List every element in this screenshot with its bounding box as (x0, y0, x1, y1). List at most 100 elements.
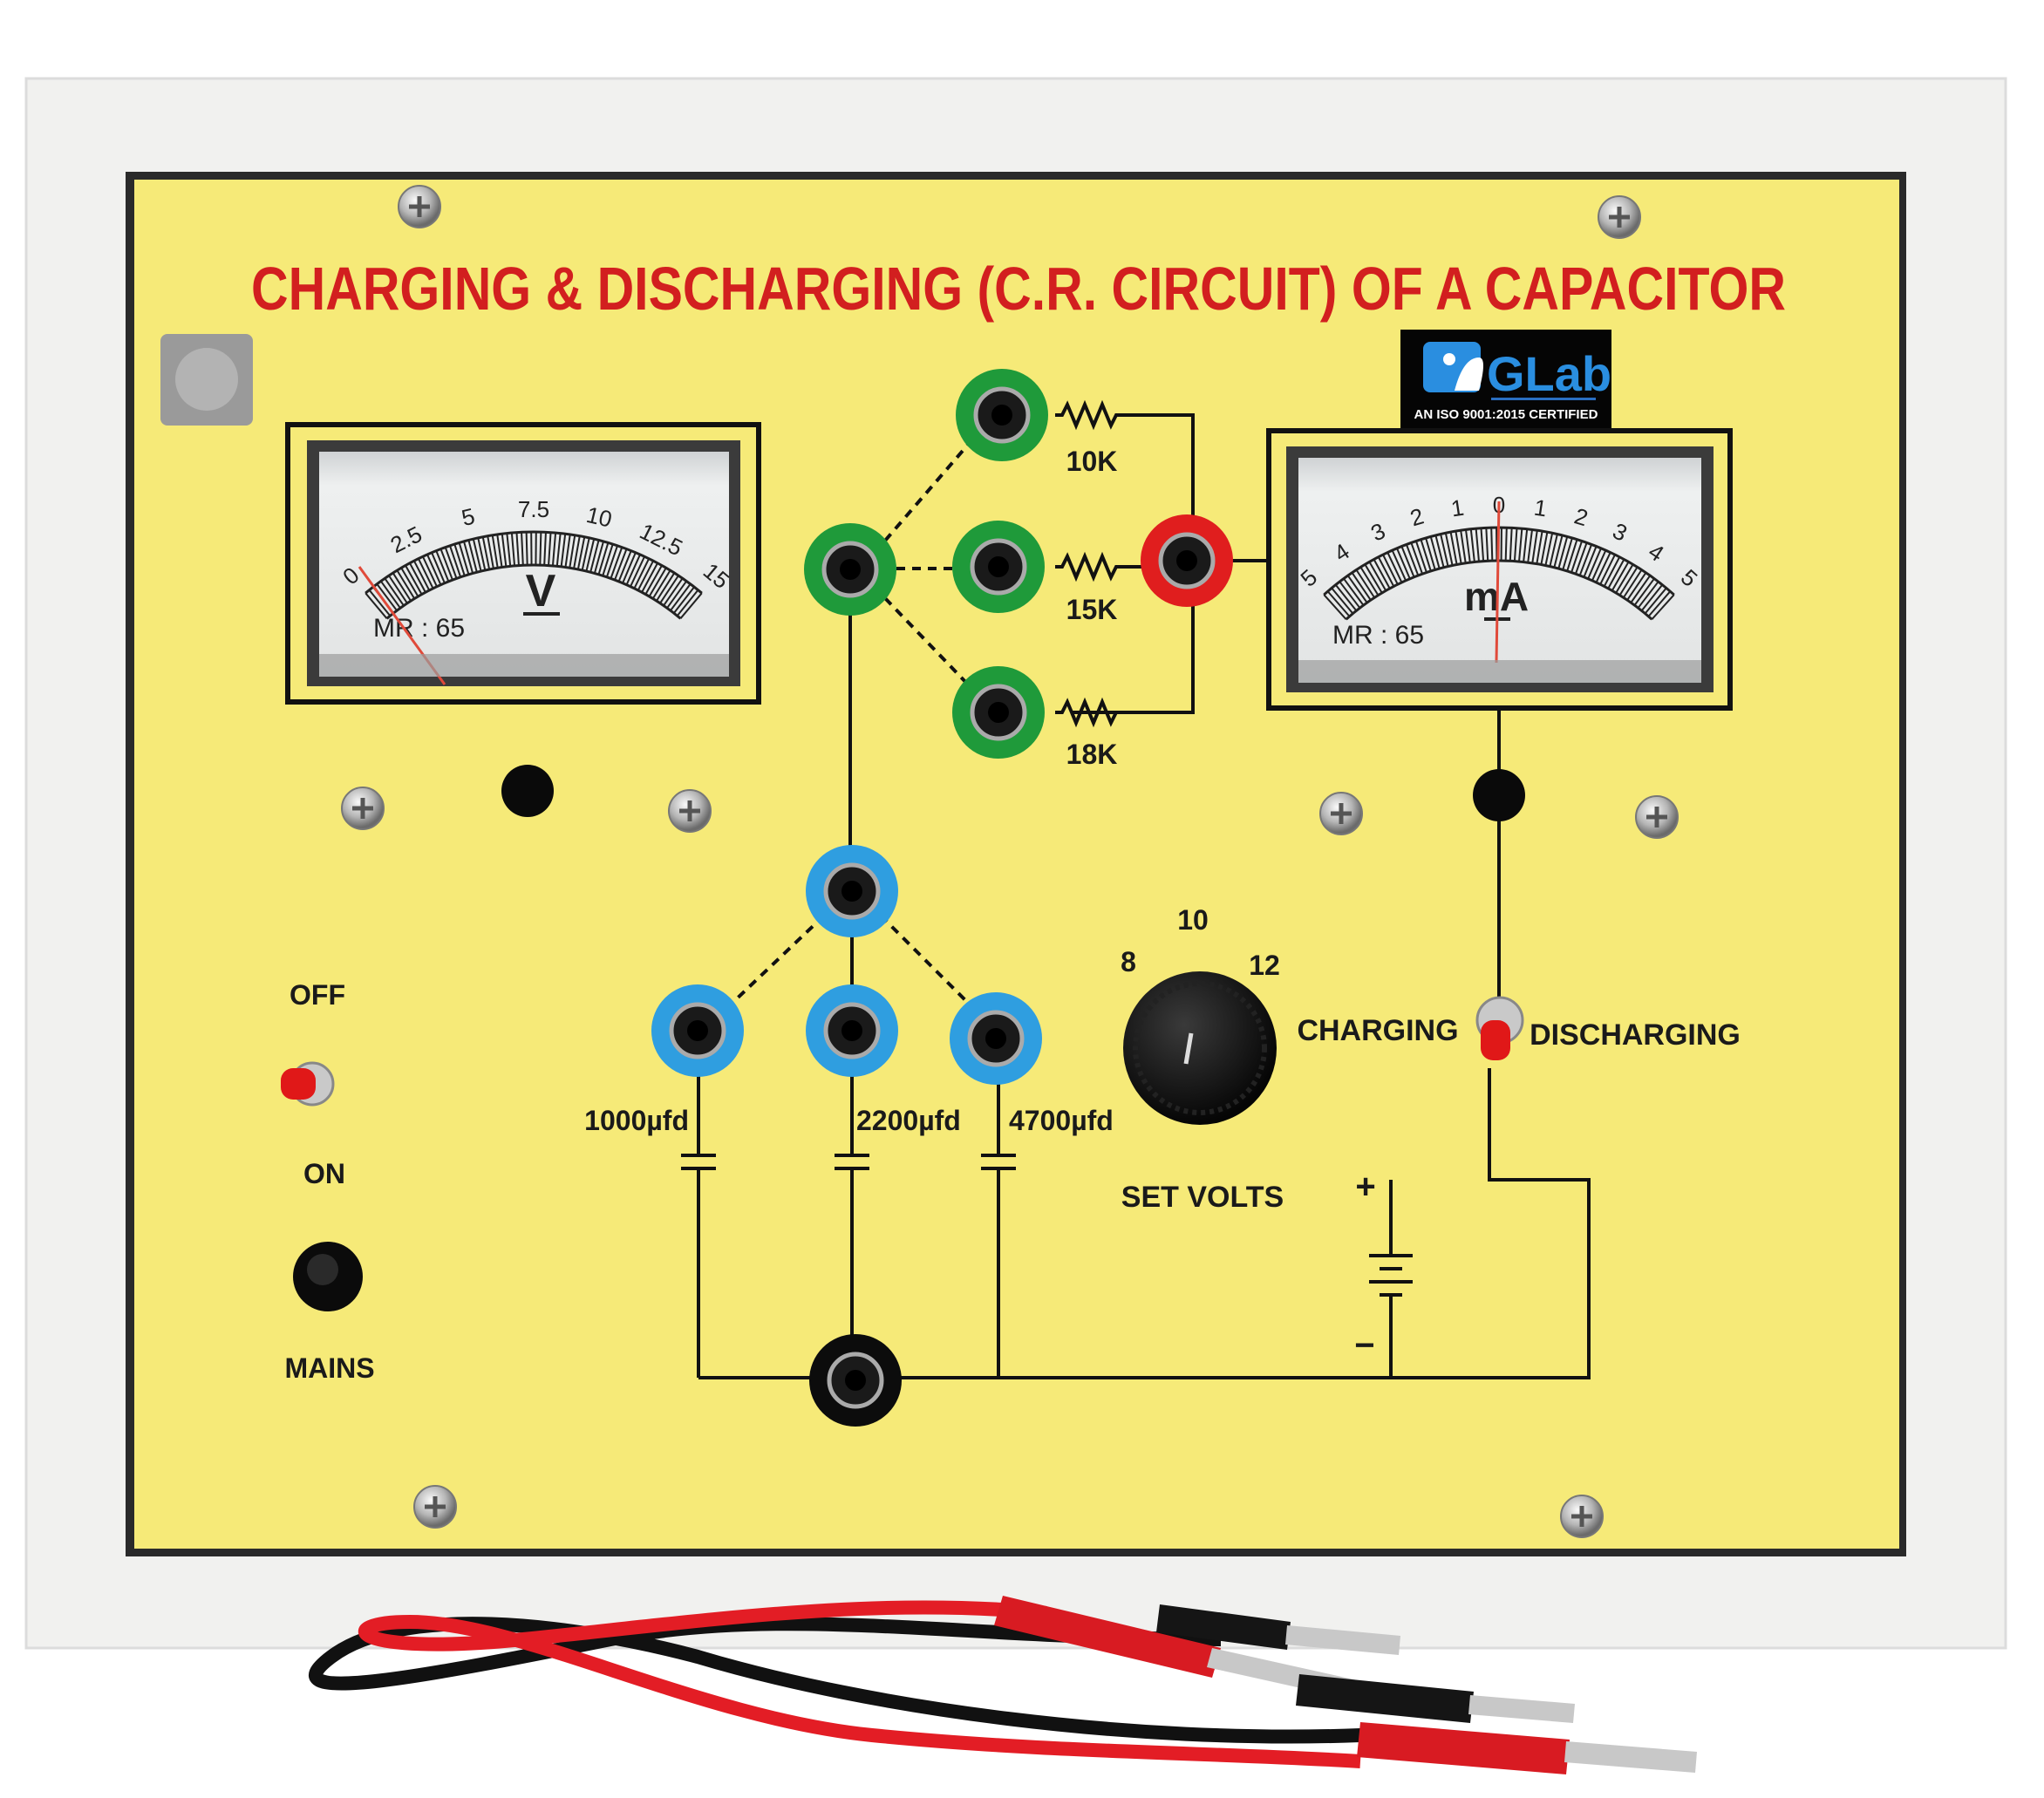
voltmeter-tick (641, 562, 658, 593)
knob-mark-8: 8 (1121, 946, 1136, 977)
voltmeter-tick (551, 532, 557, 567)
capacitor-1000-socket[interactable] (651, 984, 744, 1077)
ammeter-tick (1651, 594, 1675, 620)
ammeter-tick (1425, 537, 1436, 570)
ammeter-tick (1455, 530, 1462, 564)
ammeter-tick (1509, 528, 1513, 562)
voltmeter-tick (421, 555, 438, 588)
voltmeter-tick (435, 550, 450, 582)
voltmeter-tick (605, 545, 618, 578)
power-toggle-switch[interactable] (281, 1061, 335, 1107)
ammeter-tick (1570, 541, 1584, 573)
charging-label: CHARGING (1297, 1014, 1458, 1047)
ammeter-tick (1599, 554, 1616, 585)
ammeter-tick (1449, 531, 1458, 565)
ammeter-tick (1444, 533, 1454, 566)
ammeter-tick (1644, 587, 1667, 615)
ammeter-tick (1527, 529, 1534, 563)
ammeter-tick (1566, 539, 1578, 572)
voltmeter-tick (525, 532, 528, 566)
capacitor-label-2200: 2200µfd (856, 1105, 961, 1136)
voltmeter-tick (392, 572, 412, 602)
voltmeter-tick (663, 577, 684, 607)
voltmeter-tick (384, 577, 405, 607)
voltmeter-tick (444, 547, 458, 579)
ammeter-tick (1334, 584, 1358, 611)
on-label: ON (303, 1158, 345, 1189)
ammeter-tick (1531, 530, 1538, 563)
resistor-label-10k: 10K (1066, 446, 1118, 477)
set-volts-label: SET VOLTS (1121, 1181, 1284, 1214)
ammeter-tick (1630, 575, 1652, 603)
ammeter-tick (1607, 559, 1625, 589)
ammeter-tick (1553, 535, 1564, 569)
ammeter-tick (1405, 544, 1420, 576)
voltmeter-tick (648, 567, 667, 597)
ammeter-tick (1480, 528, 1485, 562)
ammeter-tick (1611, 561, 1630, 591)
resistor-15k-socket[interactable] (952, 521, 1045, 613)
voltmeter-tick (449, 545, 462, 578)
voltmeter-tick (376, 583, 398, 611)
ammeter-tick (1504, 528, 1508, 562)
logo-tagline: AN ISO 9001:2015 CERTIFIED (1414, 407, 1598, 422)
screw-icon (668, 789, 712, 833)
screw-icon (1635, 795, 1679, 839)
ammeter-tick (1536, 530, 1543, 564)
voltmeter-tick (539, 532, 542, 566)
ammeter-tick (1595, 552, 1611, 583)
logo-brand: GLab (1487, 346, 1611, 401)
resistor-18k-socket[interactable] (952, 666, 1045, 759)
milliammeter: 54321012345 mA MR : 65 (1266, 428, 1733, 711)
ground-socket[interactable] (809, 1334, 902, 1427)
voltmeter-tick (597, 542, 610, 575)
capacitor-label-4700: 4700µfd (1009, 1105, 1114, 1136)
capacitor-2200-socket[interactable] (806, 984, 898, 1077)
voltmeter-tick (637, 560, 655, 591)
ammeter-tick (1331, 587, 1354, 615)
voltmeter-tick (431, 552, 446, 584)
patch-cords (309, 1596, 1697, 1774)
voltmeter-tick (644, 564, 663, 596)
ammeter-tick (1640, 584, 1664, 611)
ammeter-input-socket[interactable] (1141, 514, 1233, 607)
voltmeter-tick (458, 542, 470, 575)
ammeter-tick (1587, 548, 1602, 580)
ammeter-tick (1513, 528, 1518, 562)
voltmeter-tick (487, 535, 494, 569)
ammeter-tick (1434, 535, 1445, 569)
ammeter-tick (1557, 536, 1569, 569)
voltmeter-tick (576, 536, 586, 570)
capacitor-4700-socket[interactable] (950, 992, 1042, 1085)
ammeter-tick (1377, 556, 1395, 587)
ammeter-tick (1469, 528, 1475, 562)
voltmeter-tick (417, 558, 434, 589)
charge-discharge-toggle[interactable] (1475, 996, 1524, 1060)
ammeter-tick (1618, 566, 1639, 596)
ammeter-tick (1603, 556, 1621, 587)
voltmeter-tick (515, 532, 520, 566)
voltmeter-tick (585, 538, 596, 572)
common-capacitor-socket[interactable] (806, 845, 898, 937)
voltmeter-tick (622, 552, 637, 584)
ammeter-tick (1387, 552, 1403, 583)
resistor-10k-socket[interactable] (956, 369, 1048, 461)
ammeter-tick (1485, 528, 1489, 562)
voltmeter-tick (467, 540, 478, 573)
set-volts-knob[interactable] (1123, 971, 1277, 1125)
voltmeter-tick (573, 535, 581, 569)
ammeter-tick (1368, 561, 1387, 591)
voltmeter-tick (656, 572, 676, 602)
glab-logo: GLab AN ISO 9001:2015 CERTIFIED (1400, 330, 1611, 431)
voltmeter-tick (491, 535, 499, 569)
discharging-label: DISCHARGING (1530, 1018, 1741, 1052)
common-resistor-socket[interactable] (804, 523, 896, 616)
voltmeter-tick (589, 540, 600, 573)
ammeter-scale-label: 1 (1449, 494, 1466, 522)
screw-icon (1598, 195, 1641, 239)
mains-label: MAINS (284, 1352, 374, 1384)
mains-indicator-button[interactable] (293, 1242, 363, 1311)
voltmeter-tick (521, 532, 524, 566)
ammeter-tick (1523, 528, 1529, 562)
ammeter-tick (1400, 546, 1415, 578)
